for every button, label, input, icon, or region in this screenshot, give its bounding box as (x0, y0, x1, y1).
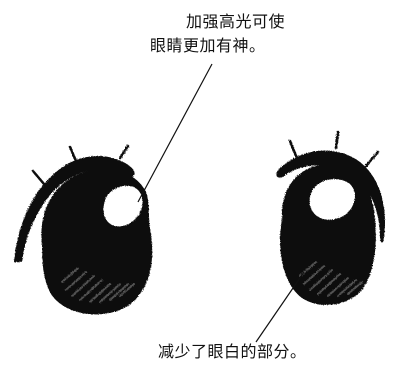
highlight-note-line1: 加强高光可使 (186, 12, 286, 31)
left-eye-highlight (103, 185, 143, 227)
right-eye-lash (334, 130, 340, 150)
right-eye-lid (276, 150, 385, 243)
highlight-note-line2: 眼睛更加有神。 (150, 36, 266, 55)
left-eye-lower-reflection (61, 267, 135, 303)
left-eye (14, 144, 153, 315)
left-eye-lid (14, 156, 135, 262)
left-eye-lash (68, 145, 78, 163)
bottom-leader-line (255, 271, 305, 343)
right-eye (276, 130, 385, 305)
eye-white-note: 减少了眼白的部分。 (158, 342, 307, 361)
right-eye-lash (288, 139, 298, 158)
right-eye-lash (364, 150, 380, 168)
left-eye-lash (118, 144, 130, 160)
left-eye-lash (31, 169, 46, 186)
right-eye-highlight (309, 179, 355, 220)
top-leader-line (137, 63, 213, 203)
